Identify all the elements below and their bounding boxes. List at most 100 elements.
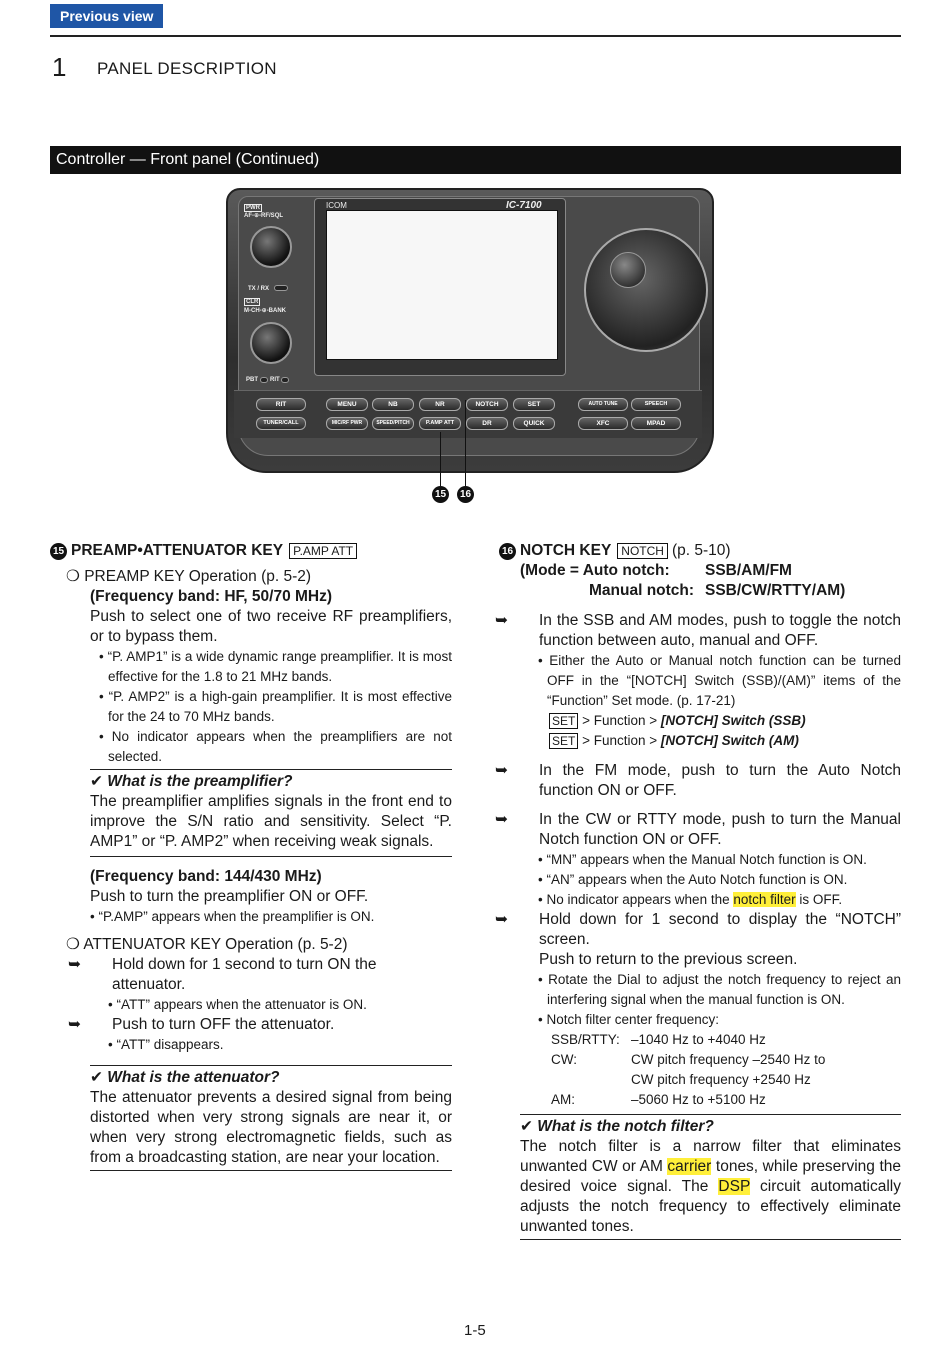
notch-item-4-bullet-2: • Notch filter center frequency: [538, 1012, 720, 1027]
freq-row-cw-2: CW pitch frequency +2540 Hz [631, 1072, 811, 1087]
mic-rf-pwr-key[interactable]: MIC/RF PWR [326, 417, 368, 430]
att-note: ✔ What is the attenuator? The attenuator… [90, 1065, 452, 1171]
preamp-op-heading: ❍ PREAMP KEY Operation (p. 5-2) [66, 568, 312, 585]
callout-16-leader [465, 400, 466, 486]
header-rule [50, 35, 901, 37]
quick-key[interactable]: QUICK [513, 417, 555, 430]
callout-15-leader [440, 432, 441, 486]
att-item-2: ➥Push to turn OFF the attenuator. [68, 1016, 335, 1033]
dr-key[interactable]: DR [466, 417, 508, 430]
rit-indicator [281, 377, 289, 383]
freq-row-am: AM:–5060 Hz to +5100 Hz [551, 1092, 766, 1107]
att-note-text: The attenuator prevents a desired signal… [90, 1089, 452, 1166]
notch-item-4-line2: Push to return to the previous screen. [539, 951, 798, 968]
preamp-bullet-2: • “P. AMP2” is a high-gain preamplifier.… [99, 689, 452, 724]
band2-heading: (Frequency band: 144/430 MHz) [90, 868, 322, 885]
set-path-2: SET > Function > [NOTCH] Switch (AM) [499, 731, 901, 751]
txrx-indicator [274, 285, 288, 291]
previous-view-button[interactable]: Previous view [50, 4, 164, 28]
highlight-notch-filter: notch filter [733, 892, 796, 907]
band2-text: Push to turn the preamplifier ON or OFF. [90, 888, 369, 905]
right-column: 16 NOTCH KEY NOTCH (p. 5-10) (Mode = Aut… [495, 541, 901, 1240]
preamp-att-title: PREAMP•ATTENUATOR KEY [71, 542, 284, 559]
att-note-title: ✔ What is the attenuator? [90, 1069, 280, 1086]
notch-heading: 16 NOTCH KEY NOTCH (p. 5-10) [499, 541, 901, 561]
icom-logo: ICOM [326, 201, 347, 210]
section-number-16: 16 [499, 542, 516, 560]
pamp-att-key[interactable]: P.AMP ATT [419, 417, 461, 430]
preamp-bullet-1: • “P. AMP1” is a wide dynamic range prea… [99, 649, 452, 684]
notch-key[interactable]: NOTCH [466, 398, 508, 411]
highlight-dsp: DSP [718, 1178, 750, 1195]
notch-item-3-bullet-3: • No indicator appears when the notch fi… [538, 892, 843, 907]
preamp-note: ✔ What is the preamplifier? The preampli… [90, 769, 452, 852]
af-rf-sql-label: AF-⊕-RF/SQL [244, 213, 284, 219]
notch-note: ✔ What is the notch filter? The notch fi… [520, 1114, 901, 1240]
auto-tune-key[interactable]: AUTO TUNE [578, 398, 628, 411]
set-key[interactable]: SET [513, 398, 555, 411]
section-number-15: 15 [50, 542, 67, 560]
page-number: 1-5 [464, 1322, 486, 1339]
band1-text: Push to select one of two receive RF pre… [90, 608, 452, 645]
rit-small-label: RIT [270, 377, 280, 383]
highlight-carrier: carrier [667, 1158, 712, 1175]
band2-block: (Frequency band: 144/430 MHz) Push to tu… [90, 856, 452, 927]
model-name: IC-7100 [506, 200, 542, 211]
chapter-title: PANEL DESCRIPTION [97, 59, 277, 78]
notch-note-title: ✔ What is the notch filter? [520, 1118, 714, 1135]
rit-key[interactable]: RIT [256, 398, 306, 411]
pamp-att-key-symbol: P.AMP ATT [289, 543, 358, 559]
dial-finger-grip[interactable] [610, 252, 646, 288]
mch-knob[interactable] [250, 322, 292, 364]
notch-page-ref: (p. 5-10) [671, 542, 731, 559]
notch-item-3: ➥In the CW or RTTY mode, push to turn th… [495, 811, 901, 848]
pbt-indicator [260, 377, 268, 383]
notch-note-text: The notch filter is a narrow filter that… [520, 1138, 902, 1235]
tuner-call-key[interactable]: TUNER/CALL [256, 417, 306, 430]
xfc-key[interactable]: XFC [578, 417, 628, 430]
display-screen [326, 210, 558, 360]
key-panel [234, 390, 702, 438]
pwr-label: PWR [244, 204, 262, 212]
band1-heading: (Frequency band: HF, 50/70 MHz) [90, 588, 333, 605]
att-bullet-2: • “ATT” disappears. [108, 1037, 224, 1052]
notch-item-3-bullet-2: • “AN” appears when the Auto Notch funct… [538, 872, 848, 887]
nr-key[interactable]: NR [419, 398, 461, 411]
mode-auto-line: (Mode = Auto notch:SSB/AM/FM [520, 562, 792, 579]
left-column: 15 PREAMP•ATTENUATOR KEY P.AMP ATT ❍ PRE… [50, 541, 452, 1171]
notch-item-3-bullet-1: • “MN” appears when the Manual Notch fun… [538, 852, 867, 867]
radio-front-panel: ICOM IC-7100 PWR AF-⊕-RF/SQL TX / RX CLR… [226, 188, 714, 473]
mch-bank-label: M-CH-⊕-BANK [244, 308, 287, 314]
chapter-number: 1 [52, 52, 67, 82]
preamp-att-heading: 15 PREAMP•ATTENUATOR KEY P.AMP ATT [50, 541, 452, 561]
callout-15: 15 [432, 486, 449, 503]
notch-item-4-bullet-1: • Rotate the Dial to adjust the notch fr… [538, 972, 901, 1007]
notch-item-2: ➥In the FM mode, push to turn the Auto N… [495, 762, 901, 799]
mpad-key[interactable]: MPAD [631, 417, 681, 430]
menu-key[interactable]: MENU [326, 398, 368, 411]
preamp-note-title: ✔ What is the preamplifier? [90, 773, 293, 790]
notch-title: NOTCH KEY [520, 542, 612, 559]
preamp-bullet-3: • No indicator appears when the preampli… [99, 729, 452, 764]
att-op-heading: ❍ ATTENUATOR KEY Operation (p. 5-2) [66, 936, 348, 953]
speech-key[interactable]: SPEECH [631, 398, 681, 411]
section-title: Controller — Front panel (Continued) [50, 146, 901, 174]
preamp-note-text: The preamplifier amplifies signals in th… [90, 793, 452, 850]
callout-16: 16 [457, 486, 474, 503]
af-rf-knob[interactable] [250, 226, 292, 268]
nb-key[interactable]: NB [372, 398, 414, 411]
att-bullet-1: • “ATT” appears when the attenuator is O… [108, 997, 367, 1012]
notch-item-4: ➥Hold down for 1 second to display the “… [495, 911, 901, 948]
main-dial[interactable] [584, 228, 708, 352]
notch-item-1-bullet: • Either the Auto or Manual notch functi… [538, 653, 901, 708]
notch-key-symbol: NOTCH [617, 543, 668, 559]
band2-bullet: • “P.AMP” appears when the preamplifier … [90, 909, 375, 924]
freq-row-cw: CW:CW pitch frequency –2540 Hz to [551, 1052, 826, 1067]
notch-item-1: ➥In the SSB and AM modes, push to toggle… [495, 612, 901, 649]
pbt-label: PBT [246, 377, 258, 383]
freq-row-ssb: SSB/RTTY:–1040 Hz to +4040 Hz [551, 1032, 766, 1047]
txrx-label: TX / RX [248, 286, 270, 292]
speed-pitch-key[interactable]: SPEED/PITCH [372, 417, 414, 430]
set-path-1: SET > Function > [NOTCH] Switch (SSB) [499, 711, 901, 731]
clr-label: CLR [244, 298, 261, 306]
